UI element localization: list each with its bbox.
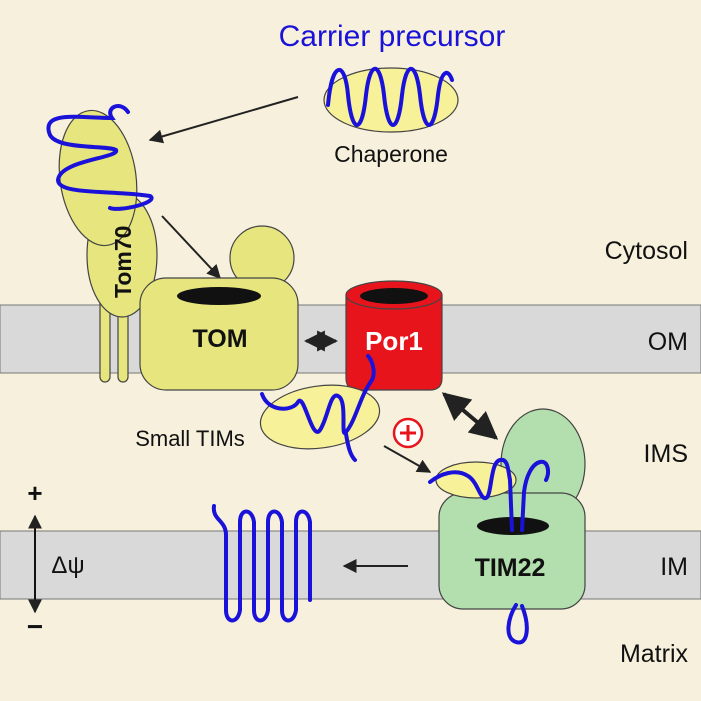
por1-label: Por1	[365, 326, 423, 356]
tim22-label: TIM22	[475, 554, 546, 582]
im-label: IM	[660, 553, 688, 581]
precursor-on-chaperone	[326, 67, 454, 127]
por1-pore	[360, 288, 428, 304]
tom-pore	[177, 287, 261, 305]
delta-psi-label: Δψ	[51, 552, 84, 579]
matrix-label: Matrix	[620, 640, 689, 668]
cytosol-label: Cytosol	[605, 237, 688, 265]
plus-sign: +	[27, 478, 42, 508]
tim22-complex: TIM22	[428, 408, 586, 645]
stimulation-plus-icon	[392, 417, 424, 449]
precursor-through-tim22	[428, 457, 550, 532]
inserted-carrier	[211, 504, 312, 623]
chaperone: Chaperone	[323, 67, 459, 167]
minus-sign: −	[27, 611, 43, 642]
precursor-on-small-tims	[260, 354, 376, 462]
tom70-label: Tom70	[110, 226, 136, 298]
small-tims: Small TIMs	[135, 354, 381, 462]
precursor-matrix-loop	[506, 603, 529, 645]
membrane-potential: + − Δψ	[27, 478, 85, 642]
precursor-on-tom70	[46, 104, 154, 211]
arrow-chaperone-to-tom70	[148, 96, 299, 144]
om-label: OM	[648, 328, 688, 356]
arrow-tom70-to-tom	[161, 215, 221, 280]
tom70: Tom70	[46, 104, 158, 383]
small-tims-label: Small TIMs	[135, 426, 245, 451]
chaperone-label: Chaperone	[334, 141, 448, 167]
arrow-small-tims-to-tim22	[383, 445, 432, 473]
tom-complex: TOM	[139, 225, 299, 391]
arrow-por1-tim22	[441, 392, 499, 440]
por1: Por1	[345, 280, 443, 391]
ims-label: IMS	[644, 440, 688, 468]
carrier-precursor-title: Carrier precursor	[279, 20, 506, 53]
tom-label: TOM	[192, 325, 247, 353]
